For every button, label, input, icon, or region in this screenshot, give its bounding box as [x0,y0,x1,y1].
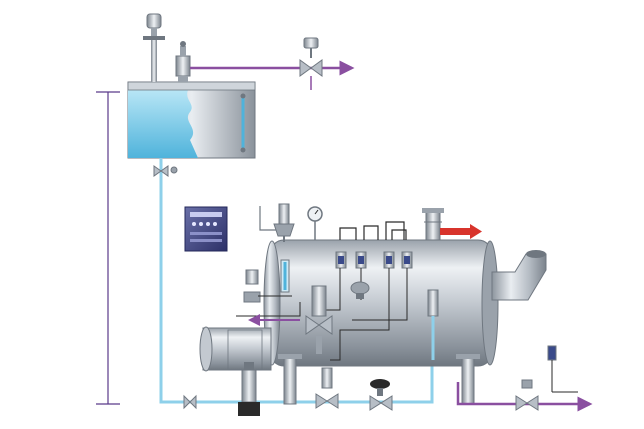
bottom-valve-2 [369,379,393,411]
condensate-tank [127,81,256,159]
pressure-switch [350,281,370,299]
steam-inlet-valve [299,37,323,90]
main-steam-valve [422,208,444,241]
level-switch-1 [335,251,347,269]
control-panel [184,206,228,252]
tank-vent-valve [175,41,191,82]
chimney-outlet [491,250,547,301]
blowdown-line [456,382,593,412]
height-dimension-line [96,91,120,405]
tank-level-gauge [240,93,246,153]
steam-outlet-arrow [440,224,482,239]
water-column [427,289,439,360]
safety-valve [259,203,295,242]
blowdown-valve [515,379,539,411]
water-sight-glass [280,259,290,293]
blowdown-indicator [547,345,578,393]
line-valve-1 [183,394,197,410]
feed-pump-valve [305,285,333,354]
boiler-shell [263,239,499,367]
burner [199,326,272,372]
level-switch-3 [383,251,395,269]
tank-agitator [143,13,165,82]
boiler-support-left [278,354,302,405]
pressure-gauge [307,206,323,240]
flow-switch [243,269,261,303]
bottom-valve-1 [315,367,339,409]
boiler-support-right [456,354,480,405]
level-switch-4 [401,251,413,269]
tank-outlet-valve [153,165,178,177]
feed-pump [238,362,260,416]
level-switch-2 [355,251,367,269]
level-controllers [339,221,407,240]
